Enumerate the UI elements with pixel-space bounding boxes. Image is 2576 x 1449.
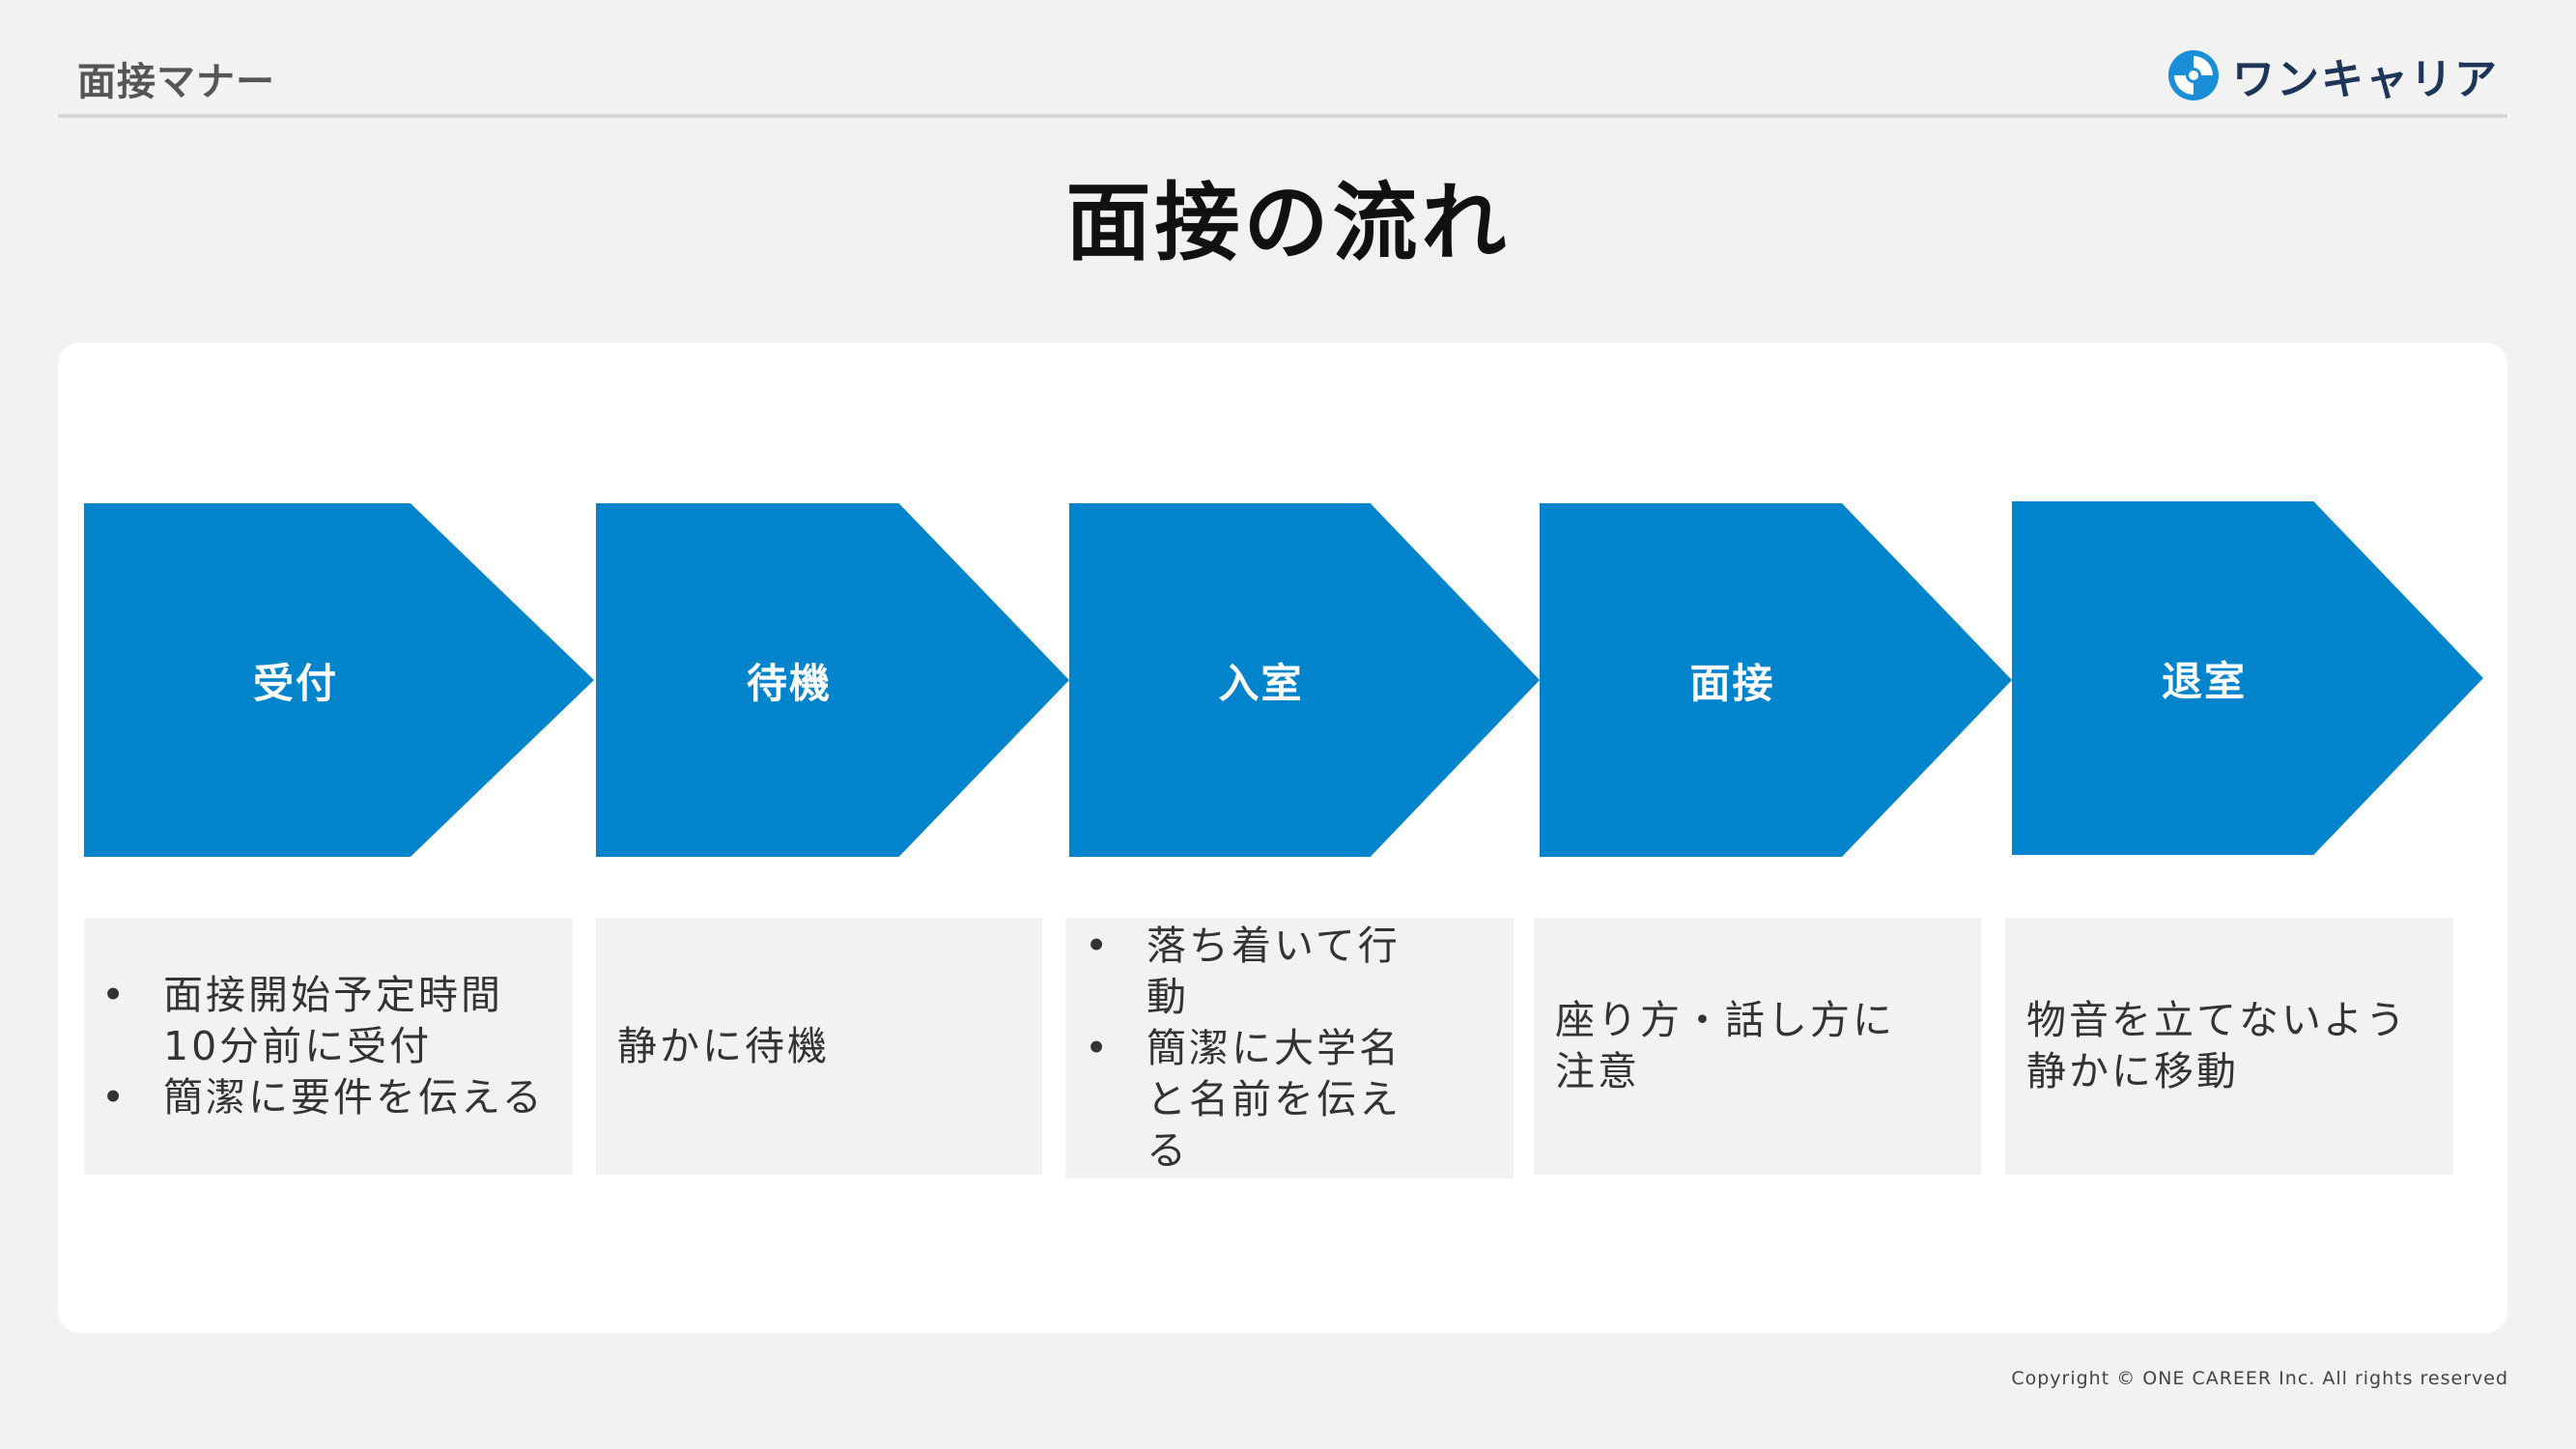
header-divider — [58, 114, 2507, 118]
step-description-interview: 座り方・話し方に注意 — [1534, 918, 1981, 1175]
step-description-leaving: 物音を立てないよう静かに移動 — [2005, 918, 2453, 1175]
description-text: 静かに待機 — [617, 1022, 830, 1069]
bullet-item: 簡潔に大学名と名前を伝える — [1085, 1023, 1403, 1177]
flow-step-label: 入室 — [1218, 659, 1304, 707]
copyright-notice: Copyright © ONE CAREER Inc. All rights r… — [2011, 1368, 2508, 1389]
logo-swirl-icon — [2168, 50, 2219, 100]
flow-step-label: 面接 — [1689, 659, 1775, 707]
bullet-item: 落ち着いて行動 — [1085, 921, 1403, 1023]
flow-step-label: 退室 — [2161, 657, 2247, 705]
logo-text: ワンキャリア — [2232, 55, 2499, 104]
description-text: 座り方・話し方に注意 — [1555, 997, 1895, 1094]
description-text: 物音を立てないよう静かに移動 — [2026, 997, 2409, 1094]
bullet-item: 簡潔に要件を伝える — [101, 1072, 553, 1123]
flow-step-label: 待機 — [746, 659, 832, 707]
company-logo: ワンキャリア — [2166, 44, 2499, 106]
section-label: 面接マナー — [77, 60, 275, 104]
page-title: 面接の流れ — [1065, 173, 1511, 272]
step-description-waiting: 静かに待機 — [596, 918, 1042, 1175]
bullet-item: 面接開始予定時間10分前に受付 — [101, 970, 553, 1072]
flow-step-label: 受付 — [252, 659, 338, 707]
step-description-entering: 落ち着いて行動 簡潔に大学名と名前を伝える — [1065, 918, 1514, 1179]
step-description-reception: 面接開始予定時間10分前に受付 簡潔に要件を伝える — [84, 918, 573, 1175]
